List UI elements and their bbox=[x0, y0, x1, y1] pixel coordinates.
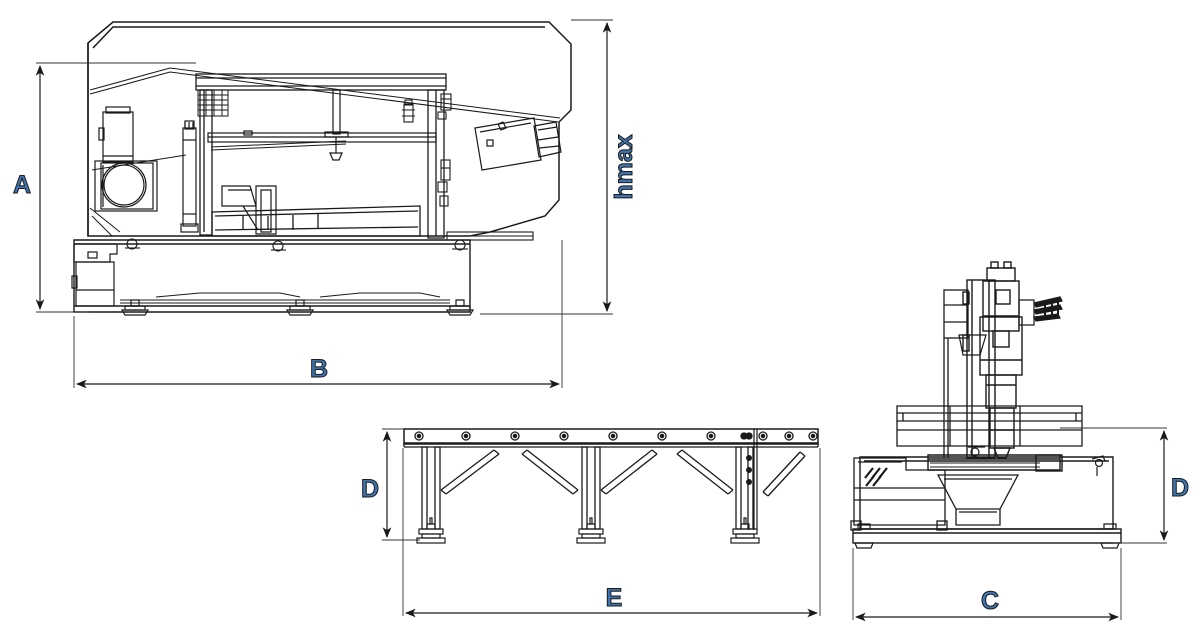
base-pivot-bosses bbox=[125, 238, 468, 252]
machine-enclosure-outline bbox=[87, 21, 572, 237]
band-wheel-housing bbox=[94, 160, 158, 212]
left-guide-column bbox=[180, 120, 199, 233]
view-side-elevation: A B hmax bbox=[12, 19, 639, 389]
dimension-b-label: B bbox=[310, 355, 328, 383]
dimension-hmax-label: hmax bbox=[610, 134, 638, 199]
view-roller-conveyor: D E bbox=[360, 428, 821, 618]
dimension-e-label: E bbox=[606, 584, 623, 612]
front-head-pivot bbox=[958, 334, 987, 457]
front-extension-lines bbox=[852, 427, 1167, 620]
blade-guide-block bbox=[402, 99, 415, 123]
saw-blade-line bbox=[210, 140, 347, 151]
machine-bed bbox=[211, 205, 421, 237]
dimension-a-label: A bbox=[13, 171, 31, 199]
hydraulic-power-unit bbox=[71, 243, 118, 307]
saw-bow-upper-beam bbox=[195, 73, 447, 91]
front-vertical-column bbox=[962, 279, 996, 459]
dimension-c-label: C bbox=[981, 587, 999, 615]
conveyor-top-rail bbox=[403, 428, 819, 445]
right-guide-bracket bbox=[437, 93, 452, 207]
dimension-d-conveyor-label: D bbox=[361, 475, 379, 503]
conveyor-extension-lines bbox=[382, 428, 821, 616]
shim-plate-stack bbox=[197, 89, 229, 117]
front-clamp-handle bbox=[1091, 455, 1106, 476]
front-machine-body bbox=[859, 456, 1114, 530]
coolant-nozzle-rod bbox=[324, 89, 349, 161]
chip-hopper bbox=[936, 474, 1020, 526]
console-louvres bbox=[864, 467, 888, 487]
view-front-elevation: D C bbox=[850, 261, 1190, 622]
workpiece-support-rail bbox=[446, 231, 534, 241]
conveyor-leg-foot bbox=[416, 517, 760, 544]
front-spindle-block bbox=[985, 374, 1017, 459]
levelling-foot bbox=[120, 299, 475, 316]
drive-motor bbox=[98, 106, 134, 163]
dimension-d-front-label: D bbox=[1171, 474, 1189, 502]
gearbox-housing bbox=[474, 117, 562, 171]
conveyor-segment-joint bbox=[745, 429, 758, 530]
feed-rail bbox=[120, 292, 450, 304]
side-view-extension-lines bbox=[36, 19, 613, 388]
conveyor-roller-pins bbox=[414, 431, 818, 441]
front-coolant-trough bbox=[930, 462, 1040, 468]
hydraulic-hose-manifold bbox=[1018, 296, 1063, 326]
vise-assembly bbox=[221, 185, 277, 235]
conveyor-diagonal-braces bbox=[440, 449, 806, 497]
front-blade-guide-arm bbox=[943, 289, 969, 458]
